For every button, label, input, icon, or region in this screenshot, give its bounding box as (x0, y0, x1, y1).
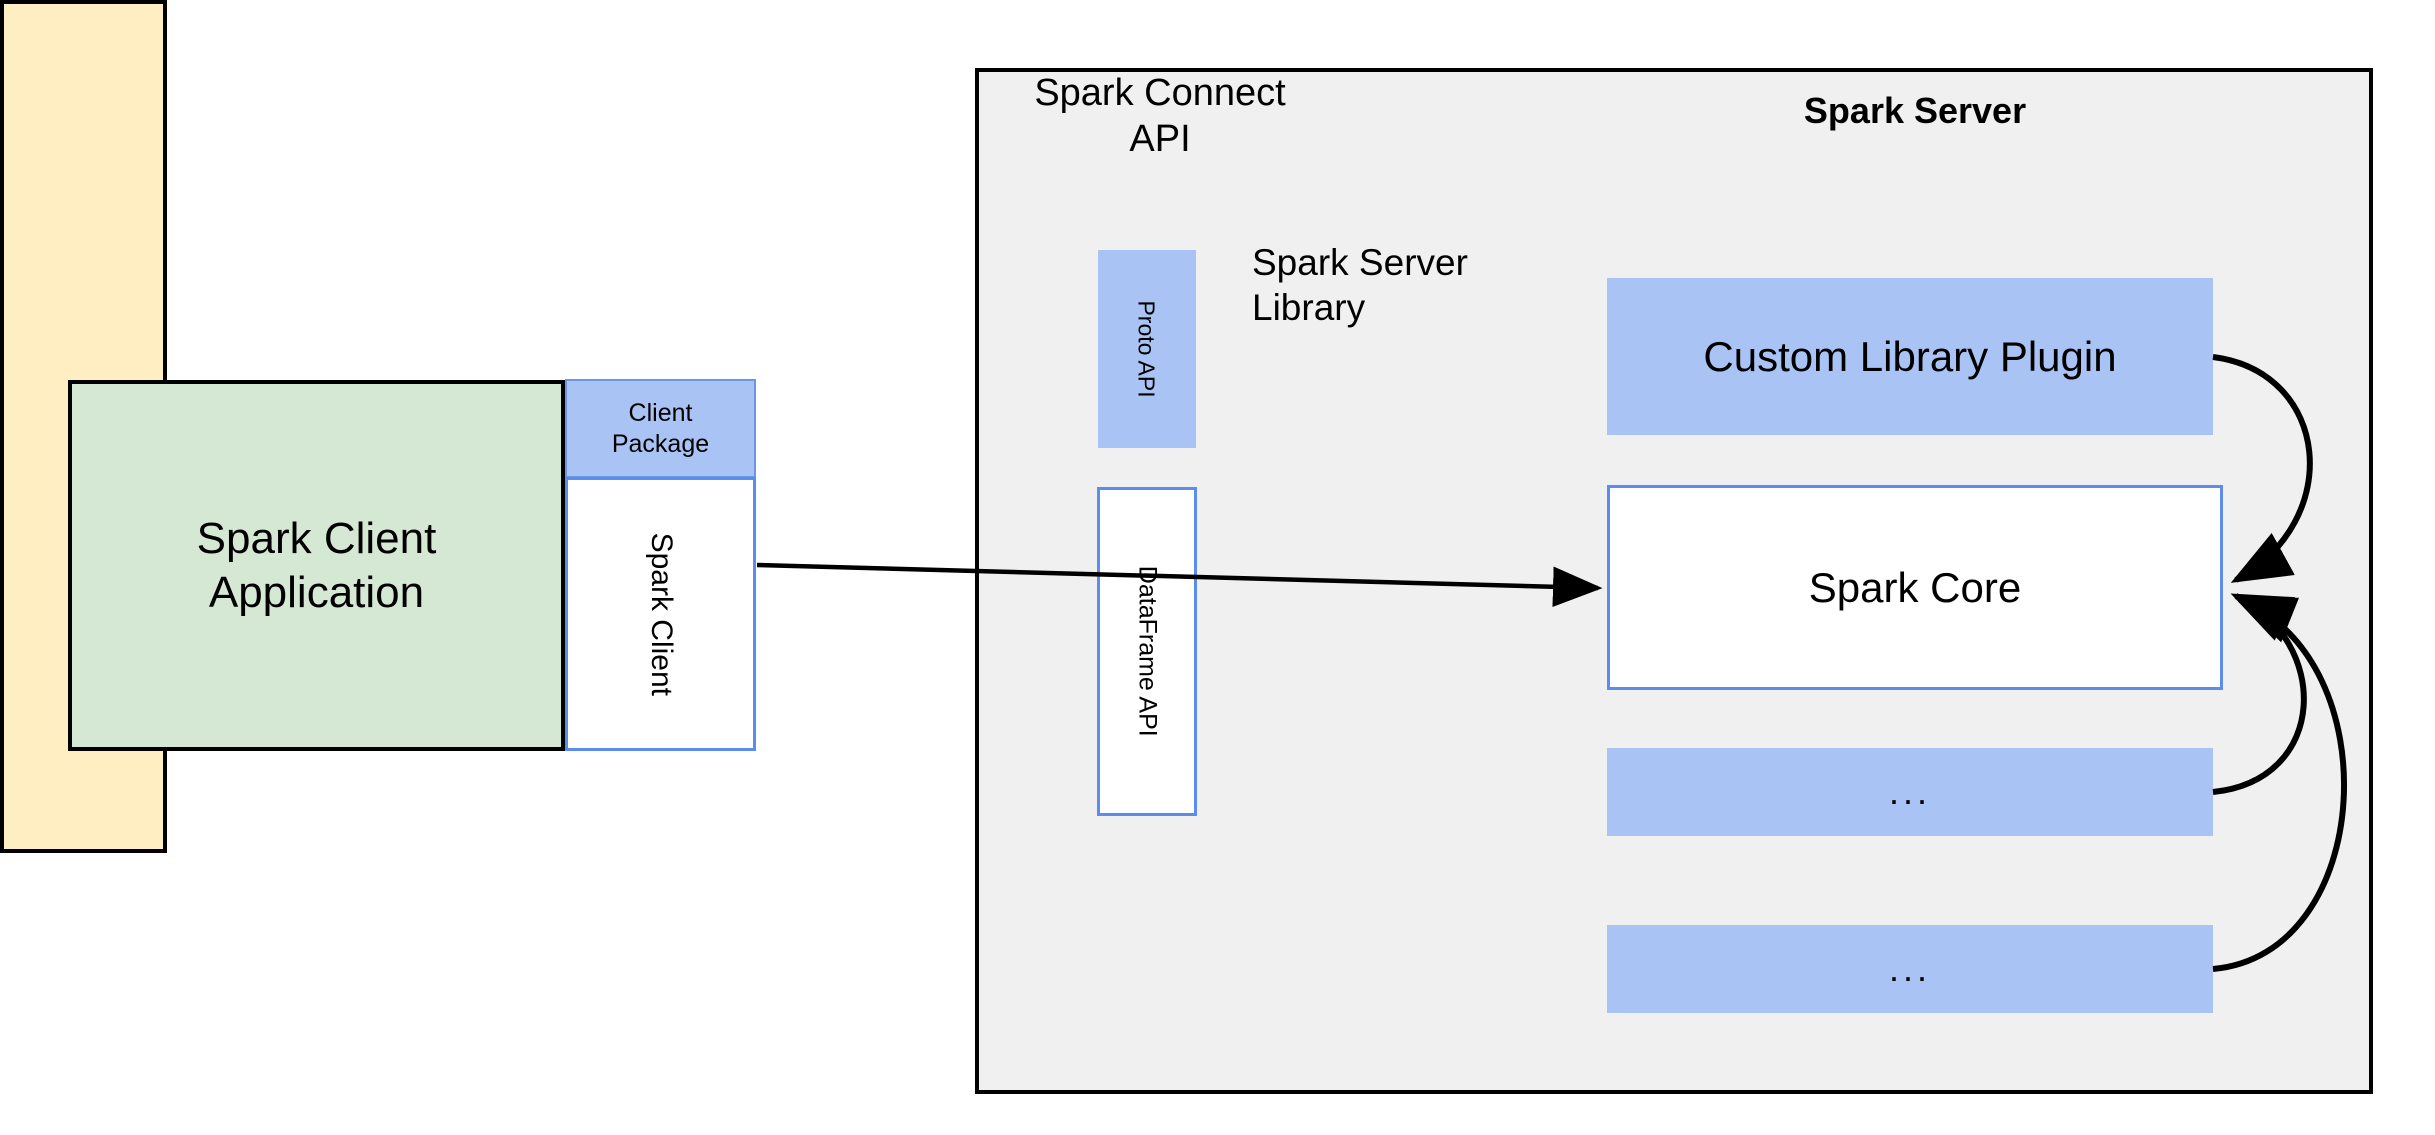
spark-core-box[interactable]: Spark Core (1607, 485, 2223, 690)
spark-connect-api-label: Spark Connect API (1000, 70, 1320, 166)
dataframe-api-box[interactable]: DataFrame API (1097, 487, 1197, 816)
more-components-label-2: ... (1888, 948, 1931, 990)
spark-server-title: Spark Server (1700, 88, 2130, 134)
spark-server-library-label: Spark Server Library (1252, 240, 1582, 350)
client-package-box[interactable]: Client Package (565, 379, 756, 478)
dataframe-api-label: DataFrame API (1133, 566, 1162, 737)
more-components-box-1[interactable]: ... (1607, 748, 2213, 836)
custom-library-plugin-label: Custom Library Plugin (1703, 332, 2117, 380)
spark-client-box[interactable]: Spark Client (565, 477, 756, 751)
more-components-box-2[interactable]: ... (1607, 925, 2213, 1013)
spark-client-label: Spark Client (644, 532, 678, 696)
custom-library-plugin-box[interactable]: Custom Library Plugin (1607, 278, 2213, 435)
spark-core-label: Spark Core (1808, 563, 2022, 611)
spark-connect-api-text: Spark Connect API (1034, 72, 1286, 161)
spark-client-application-box[interactable]: Spark Client Application (68, 380, 565, 751)
more-components-label-1: ... (1888, 771, 1931, 813)
spark-server-title-text: Spark Server (1803, 90, 2027, 132)
client-package-label: Client Package (611, 399, 710, 458)
spark-server-library-text: Spark Server Library (1252, 242, 1468, 329)
spark-client-application-label: Spark Client Application (196, 513, 437, 617)
proto-api-box[interactable]: Proto API (1098, 250, 1196, 448)
proto-api-label: Proto API (1134, 300, 1161, 398)
